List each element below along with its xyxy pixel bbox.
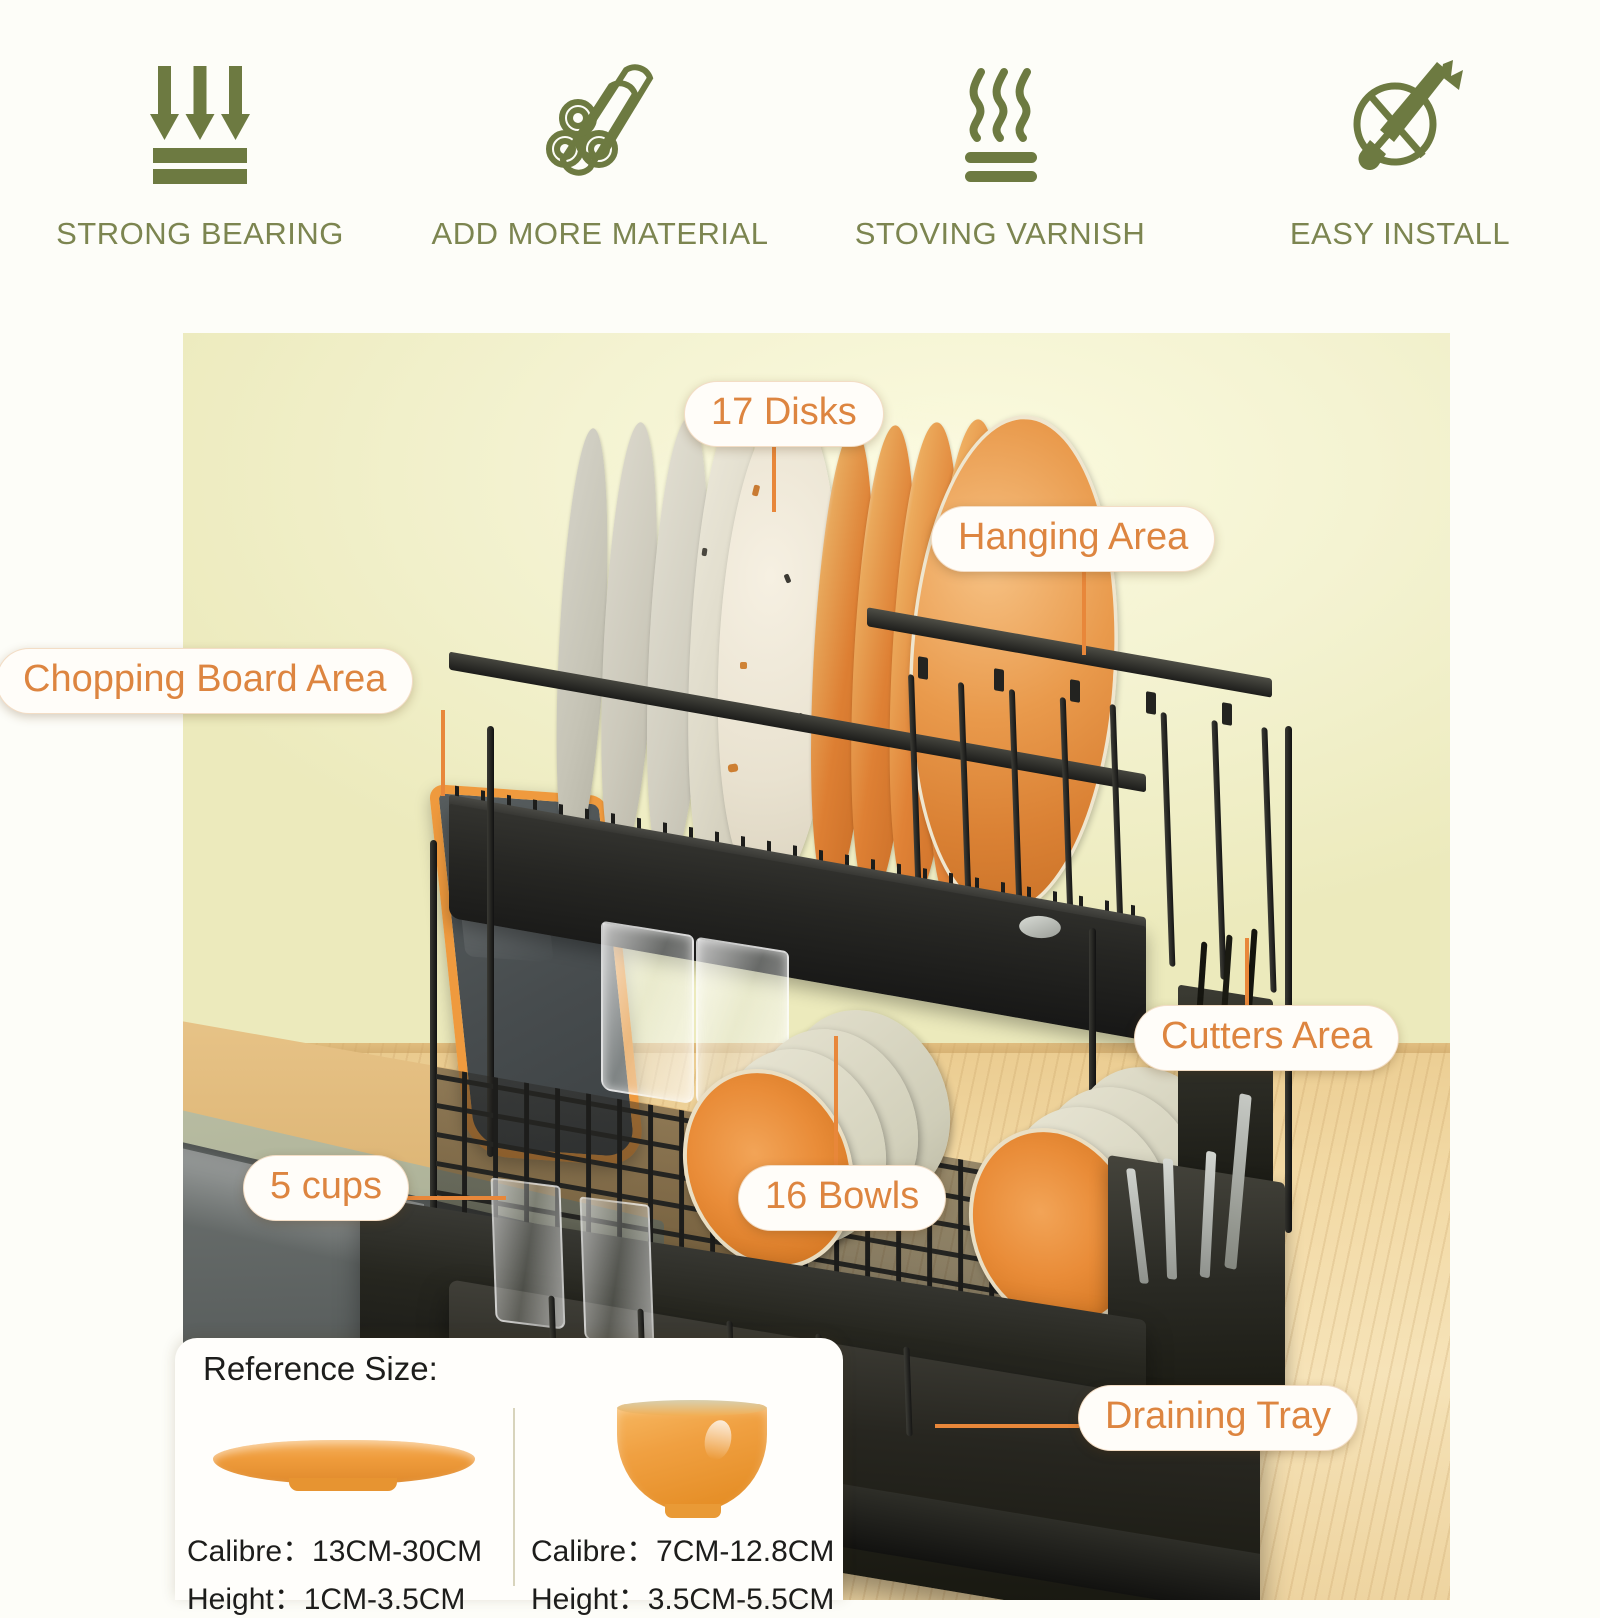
callout-hanging-area[interactable]: Hanging Area <box>931 506 1216 572</box>
reference-size-card: Reference Size: Calibre：13CM-30CM Height… <box>175 1338 843 1616</box>
leader-line-hanging-area <box>1082 565 1086 655</box>
reference-item-bowl: Calibre：7CM-12.8CM Height：3.5CM-5.5CM <box>523 1396 853 1616</box>
plate-foot <box>289 1478 397 1491</box>
callout-16-bowls[interactable]: 16 Bowls <box>738 1165 947 1231</box>
reference-item-plate: Calibre：13CM-30CM Height：1CM-3.5CM <box>179 1396 509 1616</box>
orange-plate-side-view-image <box>179 1396 509 1504</box>
reference-divider <box>513 1408 515 1586</box>
leader-line-5-cups <box>382 1196 506 1200</box>
bowl-height-text: Height：3.5CM-5.5CM <box>531 1583 835 1616</box>
feature-add-more-material: ADD MORE MATERIAL <box>400 0 800 310</box>
downward-arrows-on-plate-icon <box>125 48 275 188</box>
callout-draining-tray[interactable]: Draining Tray <box>1078 1385 1358 1451</box>
callout-5-cups[interactable]: 5 cups <box>243 1155 409 1221</box>
plate-body <box>213 1440 475 1484</box>
rack-post-left-rear <box>487 725 495 1157</box>
feature-label: STRONG BEARING <box>56 216 344 251</box>
bowl-foot <box>665 1504 721 1518</box>
feature-label: EASY INSTALL <box>1289 216 1511 251</box>
bowl-body <box>617 1404 767 1512</box>
screwdriver-wrench-icon <box>1325 48 1475 188</box>
stacked-tubes-icon <box>525 48 675 188</box>
bowl-rim <box>617 1400 767 1416</box>
orange-bowl-side-view-image <box>523 1396 853 1518</box>
leader-line-draining-tray <box>935 1424 1079 1428</box>
feature-strip: STRONG BEARING ADD MORE MATERIAL <box>0 0 1600 310</box>
callout-17-disks[interactable]: 17 Disks <box>684 381 884 447</box>
plate-height-text: Height：1CM-3.5CM <box>187 1583 466 1616</box>
feature-label: STOVING VARNISH <box>854 216 1146 251</box>
leader-line-disks <box>772 440 776 512</box>
leader-line-chopping-board-area <box>441 710 445 796</box>
callout-chopping-board-area[interactable]: Chopping Board Area <box>0 648 414 714</box>
feature-strong-bearing: STRONG BEARING <box>0 0 400 310</box>
rack-post-left-front <box>430 839 438 1423</box>
rack-post-right-rear <box>1285 725 1293 1233</box>
heat-waves-icon <box>925 48 1075 188</box>
feature-stoving-varnish: STOVING VARNISH <box>800 0 1200 310</box>
bowl-calibre-text: Calibre：7CM-12.8CM <box>531 1535 835 1568</box>
plate-calibre-text: Calibre：13CM-30CM <box>187 1535 483 1568</box>
feature-easy-install: EASY INSTALL <box>1200 0 1600 310</box>
callout-cutters-area[interactable]: Cutters Area <box>1134 1005 1400 1071</box>
feature-label: ADD MORE MATERIAL <box>431 216 769 251</box>
reference-size-title: Reference Size: <box>203 1350 438 1387</box>
leader-line-cutters-area <box>1245 938 1249 1010</box>
leader-line-16-bowls <box>834 1036 838 1168</box>
